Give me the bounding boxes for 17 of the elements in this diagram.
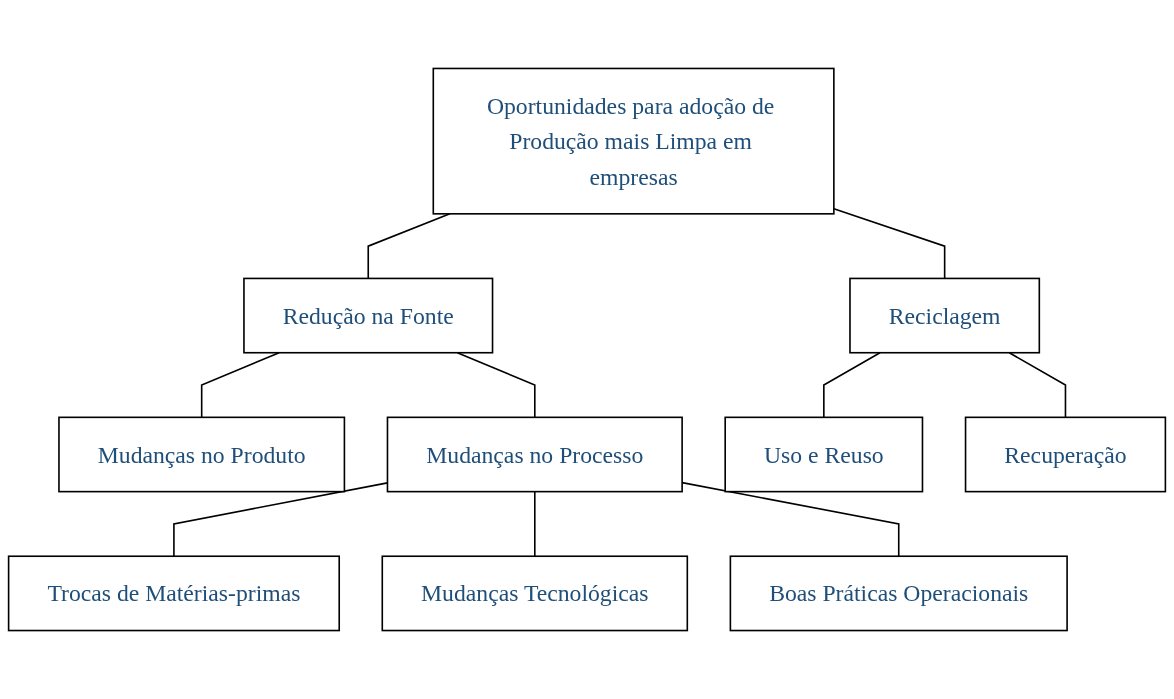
node-box: Mudanças Tecnológicas (381, 555, 689, 632)
node-box: Mudanças no Produto (58, 416, 346, 493)
node-box: Uso e Reuso (724, 416, 924, 493)
connector (833, 207, 946, 280)
connector (1008, 351, 1067, 419)
connector (200, 351, 280, 419)
node-box: Recuperação (964, 416, 1167, 493)
node-box: Mudanças no Processo (386, 416, 683, 493)
connector (823, 351, 881, 419)
node-box: Oportunidades para adoção de Produção mais Limpa em empresas (432, 67, 835, 215)
node-box: Redução na Fonte (243, 277, 494, 354)
node-box: Reciclagem (849, 277, 1041, 354)
connector (367, 213, 451, 280)
node-box: Boas Práticas Operacionais (729, 555, 1068, 632)
connector (456, 351, 536, 419)
connector (534, 490, 536, 558)
node-box: Trocas de Matérias-primas (7, 555, 340, 632)
